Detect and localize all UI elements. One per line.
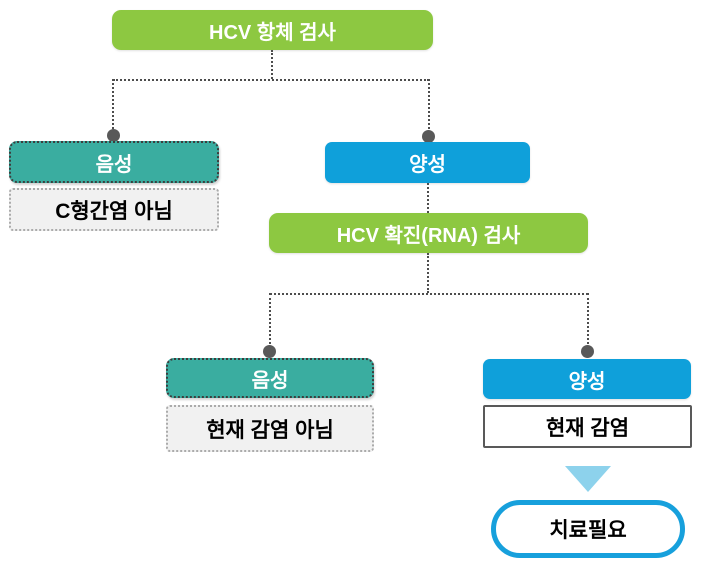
- node-level1-negative: 음성: [9, 141, 219, 183]
- connector-dot-level1-right: [422, 130, 435, 143]
- connector-level2-left-drop: [269, 293, 271, 348]
- node-level1-negative-result: C형간염 아님: [9, 188, 219, 231]
- node-level1-positive: 양성: [325, 142, 530, 183]
- node-level2-negative: 음성: [166, 358, 374, 398]
- node-hcv-antibody-test: HCV 항체 검사: [112, 10, 433, 50]
- connector-root-stem: [271, 50, 273, 79]
- connector-level1-right-drop: [428, 79, 430, 133]
- down-arrow-icon: [565, 466, 611, 492]
- node-treatment-needed: 치료필요: [491, 500, 685, 558]
- connector-level2-crossbar: [270, 293, 588, 295]
- connector-level2-right-drop: [587, 293, 589, 348]
- connector-dot-level1-left: [107, 129, 120, 142]
- connector-level1-crossbar: [113, 79, 429, 81]
- connector-rna-stem: [427, 253, 429, 293]
- node-level2-negative-result: 현재 감염 아님: [166, 405, 374, 452]
- connector-positive-to-rna: [427, 183, 429, 213]
- node-level2-positive-result: 현재 감염: [483, 405, 692, 448]
- connector-dot-level2-left: [263, 345, 276, 358]
- node-hcv-rna-test: HCV 확진(RNA) 검사: [269, 213, 588, 253]
- node-level2-positive: 양성: [483, 359, 691, 399]
- connector-level1-left-drop: [112, 79, 114, 133]
- connector-dot-level2-right: [581, 345, 594, 358]
